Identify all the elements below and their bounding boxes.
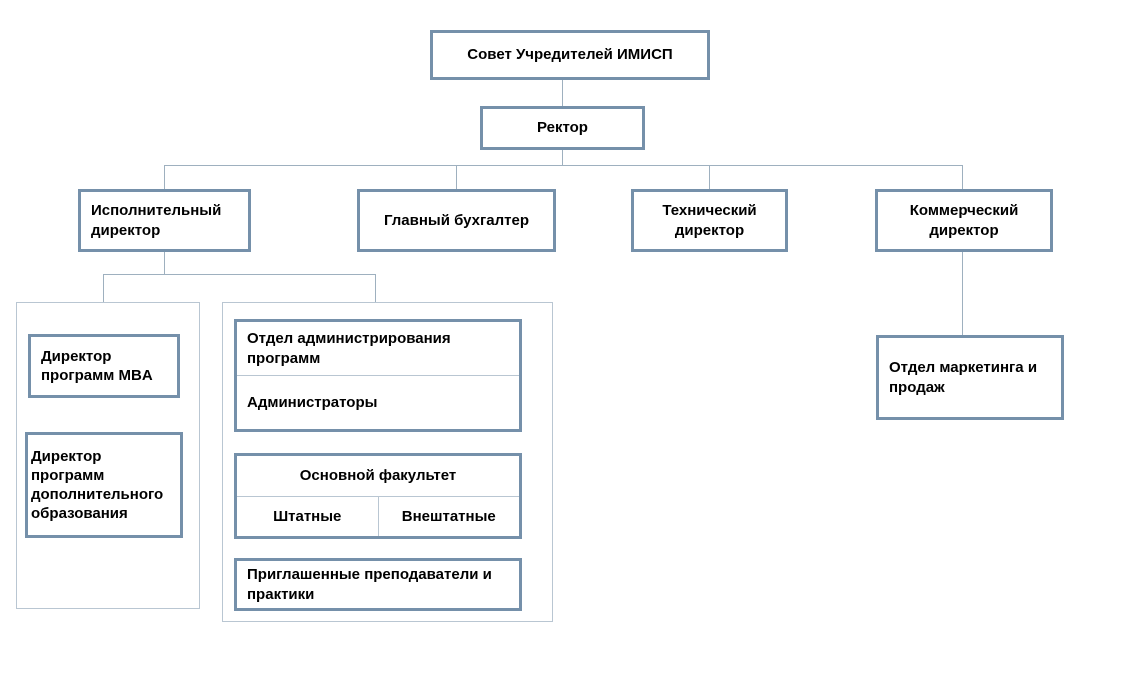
node-rector-label: Ректор	[537, 119, 588, 137]
node-executive-director-label: Исполнительный директор	[91, 202, 222, 239]
node-invited-lecturers[interactable]: Приглашенные преподаватели и практики	[234, 558, 522, 611]
node-marketing-sales-dept[interactable]: Отдел маркетинга и продаж	[876, 335, 1064, 420]
node-board-label: Совет Учредителей ИМИСП	[467, 46, 673, 64]
faculty-type-row: Штатные Внештатные	[237, 495, 520, 537]
node-commercial-director-label: Коммерческий директор	[909, 202, 1019, 239]
node-staff-teachers[interactable]: Штатные	[237, 497, 378, 537]
main-faculty-block[interactable]: Основной факультет Штатные Внештатные	[234, 453, 522, 539]
connector-rector-distribution-bar	[164, 165, 962, 166]
node-main-faculty[interactable]: Основной факультет	[237, 456, 519, 496]
connector-commercial-to-marketing	[962, 252, 963, 335]
node-technical-director-label: Технический директор	[662, 202, 757, 239]
node-mba-director-label: Директор программ MBA	[41, 347, 153, 384]
node-program-admin-dept[interactable]: Отдел администрирования программ	[237, 322, 519, 375]
node-further-education-director[interactable]: Директор программ дополнительного образо…	[25, 432, 183, 538]
node-freelance-teachers[interactable]: Внештатные	[377, 496, 520, 536]
node-rector[interactable]: Ректор	[480, 106, 645, 150]
connector-drop-executive-director	[164, 165, 165, 189]
connector-drop-left-group	[103, 274, 104, 302]
node-chief-accountant-label: Главный бухгалтер	[383, 211, 529, 229]
program-administration-block[interactable]: Отдел администрирования программ Админис…	[234, 319, 522, 432]
node-administrators-label: Администраторы	[247, 393, 378, 411]
connector-executive-director-split-bar	[103, 274, 376, 275]
connector-drop-middle-group	[375, 274, 376, 302]
node-marketing-sales-dept-label: Отдел маркетинга и продаж	[889, 359, 1038, 396]
connector-drop-chief-accountant	[456, 165, 457, 189]
connector-executive-director-down	[164, 252, 165, 274]
connector-drop-commercial-director	[962, 165, 963, 189]
node-staff-teachers-label: Штатные	[273, 507, 342, 525]
node-commercial-director[interactable]: Коммерческий директор	[875, 189, 1053, 252]
node-administrators[interactable]: Администраторы	[237, 375, 519, 429]
node-technical-director[interactable]: Технический директор	[631, 189, 788, 252]
node-further-education-director-label: Директор программ дополнительного образо…	[31, 447, 164, 523]
node-chief-accountant[interactable]: Главный бухгалтер	[357, 189, 556, 252]
node-board[interactable]: Совет Учредителей ИМИСП	[430, 30, 710, 80]
node-invited-lecturers-label: Приглашенные преподаватели и практики	[247, 566, 492, 603]
node-freelance-teachers-label: Внештатные	[401, 507, 496, 525]
node-main-faculty-label: Основной факультет	[299, 467, 457, 485]
connector-drop-technical-director	[709, 165, 710, 189]
node-executive-director[interactable]: Исполнительный директор	[78, 189, 251, 252]
connector-rector-down-stub	[562, 150, 563, 166]
connector-board-to-rector	[562, 80, 563, 106]
node-program-admin-dept-label: Отдел администрирования программ	[247, 330, 451, 367]
node-mba-director[interactable]: Директор программ MBA	[28, 334, 180, 398]
